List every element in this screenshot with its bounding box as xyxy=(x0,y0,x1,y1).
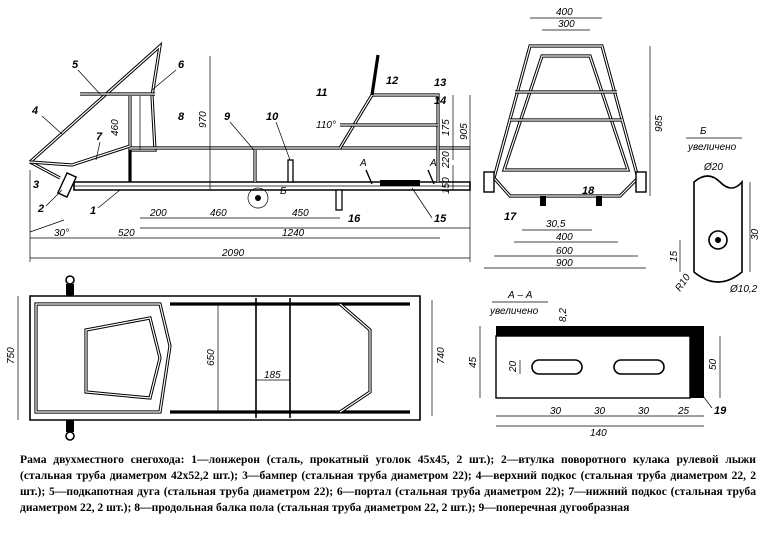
dim-r10: R10 xyxy=(673,272,693,294)
dim-450: 450 xyxy=(292,208,309,219)
part-label-19: 19 xyxy=(714,405,727,417)
part-label-8: 8 xyxy=(178,111,185,123)
angle-110: 110° xyxy=(316,120,336,131)
section-mark-a-left: А xyxy=(359,158,367,169)
part-label-13: 13 xyxy=(434,77,446,89)
section-aa-subtitle: увеличено xyxy=(489,306,539,317)
dim-2090: 2090 xyxy=(221,248,245,259)
dim-175: 175 xyxy=(441,119,452,136)
dim-15-detail: 15 xyxy=(669,250,680,262)
dim-25: 25 xyxy=(677,406,690,417)
dim-600: 600 xyxy=(556,246,573,257)
dim-970: 970 xyxy=(198,111,209,128)
dim-45: 45 xyxy=(468,356,479,368)
plan-view: 750 650 185 740 xyxy=(6,275,447,441)
dim-d10-2: Ø10,2 xyxy=(729,284,758,295)
dim-520: 520 xyxy=(118,228,135,239)
part-label-4: 4 xyxy=(31,105,38,117)
part-label-2: 2 xyxy=(37,203,44,215)
detail-b-subtitle: увеличено xyxy=(687,142,737,153)
angle-30: 30° xyxy=(54,228,69,239)
part-label-15: 15 xyxy=(434,213,447,225)
part-label-3: 3 xyxy=(33,179,39,191)
part-label-16: 16 xyxy=(348,213,361,225)
part-label-12: 12 xyxy=(386,75,398,87)
dim-30-c: 30 xyxy=(638,406,650,417)
dim-900: 900 xyxy=(556,258,573,269)
dim-30-a: 30 xyxy=(550,406,562,417)
part-label-18: 18 xyxy=(582,185,595,197)
figure-caption: Рама двухместного снегохода: 1—лонжерон … xyxy=(20,453,756,514)
detail-b-title: Б xyxy=(700,126,707,137)
dim-220: 220 xyxy=(441,151,452,169)
dim-460-left: 460 xyxy=(110,119,121,136)
dim-400-top: 400 xyxy=(556,7,573,18)
part-label-9: 9 xyxy=(224,111,231,123)
section-aa-title: А – А xyxy=(507,290,533,301)
detail-b-view: Б увеличено Ø20 30 15 R10 Ø10,2 xyxy=(669,126,761,295)
part-label-6: 6 xyxy=(178,59,185,71)
part-label-10: 10 xyxy=(266,111,279,123)
dim-400-bottom: 400 xyxy=(556,232,573,243)
part-label-17: 17 xyxy=(504,211,517,223)
part-label-7: 7 xyxy=(96,131,103,143)
dim-905: 905 xyxy=(459,123,470,140)
dim-30-b: 30 xyxy=(594,406,606,417)
side-view: 5 6 4 7 3 2 1 8 9 10 11 12 13 14 15 16 4… xyxy=(28,41,471,262)
dim-200: 200 xyxy=(149,208,167,219)
dim-460-bottom: 460 xyxy=(210,208,227,219)
dim-300: 300 xyxy=(558,19,575,30)
dim-50: 50 xyxy=(708,358,719,370)
section-mark-a-right: А xyxy=(429,158,437,169)
dim-650: 650 xyxy=(206,349,217,366)
part-label-14: 14 xyxy=(434,95,446,107)
dim-20: 20 xyxy=(508,360,519,373)
dim-985: 985 xyxy=(654,115,665,132)
section-aa-view: А – А увеличено 8,2 45 50 20 30 30 30 25… xyxy=(468,290,727,439)
dim-140: 140 xyxy=(590,428,607,439)
dim-30-detail: 30 xyxy=(750,228,761,240)
part-label-5: 5 xyxy=(72,59,79,71)
dim-750: 750 xyxy=(6,347,17,364)
snowmobile-frame-drawing: 5 6 4 7 3 2 1 8 9 10 11 12 13 14 15 16 4… xyxy=(6,7,761,441)
detail-mark-b: Б xyxy=(280,186,287,197)
part-label-11: 11 xyxy=(316,87,327,99)
dim-185: 185 xyxy=(264,370,281,381)
front-view: 400 300 985 30,5 400 600 900 17 18 xyxy=(483,7,665,269)
dim-740: 740 xyxy=(436,347,447,364)
dim-30-5: 30,5 xyxy=(546,219,566,230)
dim-d20: Ø20 xyxy=(703,162,723,173)
dim-150: 150 xyxy=(441,177,452,194)
dim-8-2: 8,2 xyxy=(558,308,569,322)
dim-1240: 1240 xyxy=(282,228,305,239)
part-label-1: 1 xyxy=(90,205,96,217)
